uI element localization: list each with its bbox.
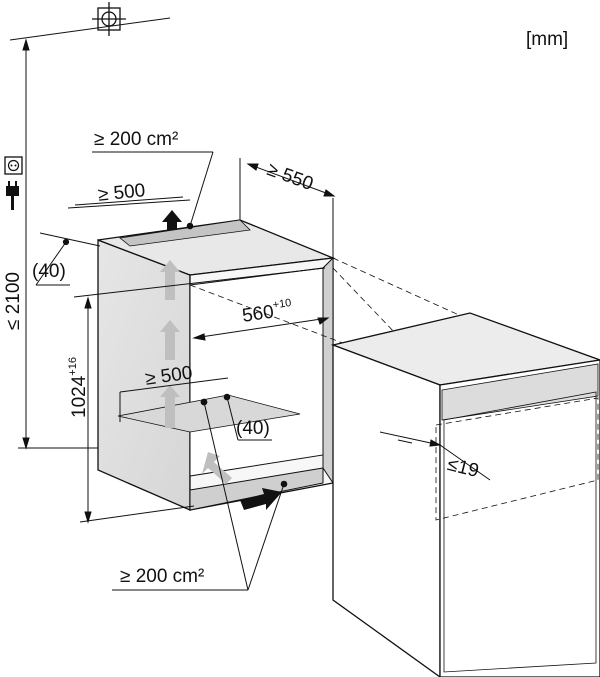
door-offset-leader [379,431,491,481]
airflow-out-arrow [162,210,182,230]
niche-right-edge [322,256,334,485]
vent-area-top-label: ≥ 200 cm² [94,129,179,150]
plinth-vent [189,467,324,511]
depth-dimension [246,163,336,197]
top-gap-label: (40) [32,261,66,282]
appliance-side [332,344,441,677]
airflow-arrows [160,260,232,484]
top-vent-slot [119,219,251,247]
vent-bottom-leader [112,398,288,591]
door-outline [443,391,597,673]
appliance-front [439,359,600,677]
height-value: 1024 [69,375,90,418]
top-depth-label: ≥ 500 [96,180,147,206]
width-tolerance: +10 [271,297,293,312]
mid-depth-dimension [119,377,229,422]
niche-opening [189,267,324,477]
height-dimension [79,296,195,524]
top-gap-leader [35,232,101,286]
total-height-label: ≤ 2100 [3,272,24,330]
top-depth-dimension [67,196,191,209]
width-value: 560 [240,301,276,327]
vent-area-bottom-label: ≥ 200 cm² [120,566,205,587]
units-label: [mm] [526,29,569,50]
width-dimension [73,267,330,341]
plug-icon [6,181,19,210]
height-tolerance: +16 [67,357,79,376]
total-height-dimension [18,38,100,450]
mid-gap-label: (40) [236,418,270,439]
control-panel [441,363,599,421]
center-mark-icon [92,2,126,36]
appliance [330,312,600,677]
airflow-in-arrow [240,488,282,510]
socket-icon [4,156,23,175]
wall-reference-line [9,17,171,41]
vent-top-leader [92,151,214,230]
height-label: 1024+16 [67,357,90,418]
door-panel [435,397,599,521]
